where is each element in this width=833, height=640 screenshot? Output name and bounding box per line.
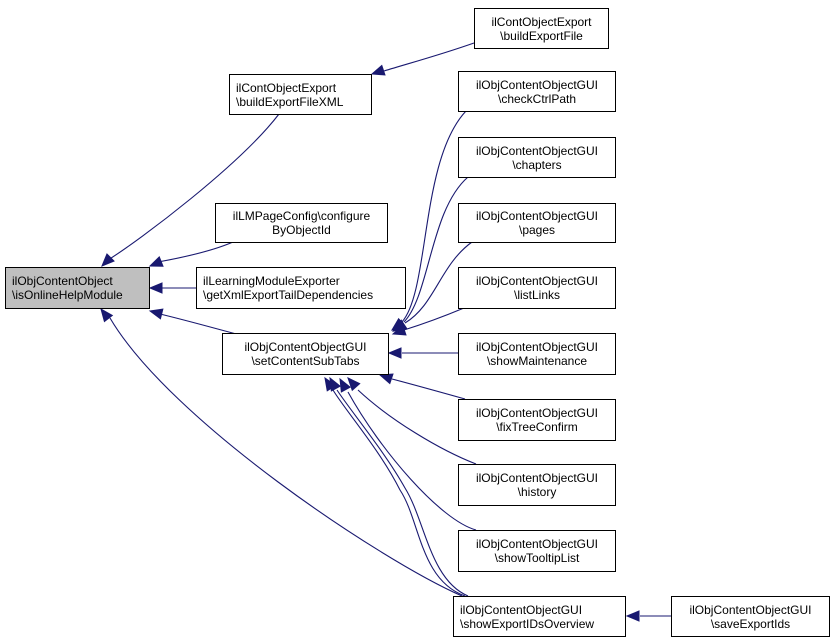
- node-label-line2: \listLinks: [513, 288, 560, 302]
- edge-buildExportFile-to-buildExportFileXML: [383, 42, 475, 72]
- node-show-maintenance[interactable]: ilObjContentObjectGUI \showMaintenance: [458, 333, 616, 375]
- node-label-line1: ilObjContentObjectGUI: [475, 143, 599, 158]
- node-fix-tree-confirm[interactable]: ilObjContentObjectGUI \fixTreeConfirm: [458, 399, 616, 441]
- edge-chapters-to-setContentSubTabs: [403, 176, 469, 323]
- edge-checkCtrlPath-to-setContentSubTabs: [401, 110, 467, 323]
- node-check-ctrl-path[interactable]: ilObjContentObjectGUI \checkCtrlPath: [458, 71, 616, 112]
- node-root: ilObjContentObject \isOnlineHelpModule: [5, 267, 150, 309]
- node-label-line2: ByObjectId: [272, 223, 331, 237]
- edge-pages-to-setContentSubTabs: [404, 241, 473, 324]
- node-set-content-sub-tabs[interactable]: ilObjContentObjectGUI \setContentSubTabs: [222, 333, 389, 375]
- node-label-line2: \buildExportFileXML: [236, 94, 344, 109]
- node-get-xml-export-tail-dependencies[interactable]: ilLearningModuleExporter \getXmlExportTa…: [196, 267, 406, 309]
- node-label-line2: \showMaintenance: [486, 354, 588, 368]
- edge-showExportIDsOverview-to-setContentSubTabs: [332, 389, 466, 597]
- node-history[interactable]: ilObjContentObjectGUI \history: [458, 464, 616, 506]
- node-label-line1: ilObjContentObjectGUI: [460, 602, 583, 617]
- edge-fixTreeConfirm-to-setContentSubTabs-arrowhead: [378, 373, 394, 385]
- edge-saveExportIds-to-showExportIDsOverview-arrowhead: [625, 610, 640, 622]
- edge-buildExportFileXML-to-root: [107, 113, 280, 261]
- node-label-line1: ilObjContentObjectGUI: [475, 406, 599, 420]
- node-label-line2: \fixTreeConfirm: [496, 420, 578, 434]
- edge-showMaintenance-to-setContentSubTabs-arrowhead: [387, 347, 402, 359]
- node-label-line2: \showTooltipList: [494, 551, 580, 565]
- node-label-line1: ilObjContentObjectGUI: [689, 602, 812, 617]
- edge-setContentSubTabs-to-root: [159, 313, 241, 336]
- edge-setContentSubTabs-to-root-arrowhead: [148, 308, 164, 320]
- node-list-links[interactable]: ilObjContentObjectGUI \listLinks: [458, 267, 616, 309]
- edge-showExportIDsOverview-to-root: [109, 317, 463, 597]
- node-label-line2: \buildExportFile: [500, 28, 583, 43]
- node-show-tooltip-list[interactable]: ilObjContentObjectGUI \showTooltipList: [458, 530, 616, 572]
- node-label-line1: ilObjContentObjectGUI: [475, 471, 599, 485]
- node-label-line2: \setContentSubTabs: [251, 354, 360, 368]
- node-build-export-file[interactable]: ilContObjectExport \buildExportFile: [474, 8, 609, 49]
- node-show-export-ids-overview[interactable]: ilObjContentObjectGUI \showExportIDsOver…: [453, 596, 626, 637]
- node-label-line1: ilContObjectExport: [236, 80, 337, 95]
- edge-showTooltipList-to-setContentSubTabs-arrowhead: [339, 377, 352, 393]
- node-label-line2: \showExportIDsOverview: [460, 616, 595, 631]
- node-label-line1: ilContObjectExport: [491, 14, 592, 29]
- node-root-line2: \isOnlineHelpModule: [12, 288, 123, 302]
- edge-buildExportFile-to-buildExportFileXML-arrowhead: [370, 64, 386, 76]
- node-chapters[interactable]: ilObjContentObjectGUI \chapters: [458, 137, 616, 178]
- edge-listLinks-to-setContentSubTabs-arrowhead: [391, 324, 407, 336]
- node-label-line2: \chapters: [512, 157, 562, 172]
- node-label-line1: ilObjContentObjectGUI: [475, 340, 599, 354]
- node-label-line1: ilObjContentObjectGUI: [475, 77, 599, 92]
- node-label-line1: ilObjContentObjectGUI: [475, 537, 599, 551]
- edge-history-to-setContentSubTabs-arrowhead: [347, 377, 361, 392]
- edge-showTooltipList-to-setContentSubTabs: [347, 391, 477, 531]
- node-label-line1: ilLearningModuleExporter: [203, 274, 340, 288]
- node-configure-by-object-id[interactable]: ilLMPageConfig\configure ByObjectId: [215, 203, 388, 243]
- edge-listLinks-to-setContentSubTabs: [403, 307, 465, 331]
- edge-configureByObjectId-to-root-arrowhead: [148, 256, 164, 267]
- node-label-line2: \getXmlExportTailDependencies: [203, 288, 374, 302]
- edge-history-to-setContentSubTabs: [357, 389, 477, 465]
- node-label-line1: ilObjContentObjectGUI: [475, 209, 599, 223]
- node-label-line2: \checkCtrlPath: [497, 91, 577, 106]
- edge-fixTreeConfirm-to-setContentSubTabs: [391, 378, 466, 400]
- edge-showExportIDsOverview-to-root-arrowhead: [100, 307, 114, 323]
- node-label-line2: \saveExportIds: [710, 616, 791, 631]
- node-build-export-file-xml[interactable]: ilContObjectExport \buildExportFileXML: [229, 74, 372, 115]
- node-label-line1: ilObjContentObjectGUI: [244, 340, 367, 354]
- node-label-line1: ilLMPageConfig\configure: [232, 209, 371, 223]
- edge-getXmlExportTailDependencies-to-root-arrowhead: [148, 282, 163, 294]
- edge-configureByObjectId-to-root: [157, 241, 234, 263]
- edge-buildExportFileXML-to-root-arrowhead: [101, 253, 115, 267]
- node-label-line1: ilObjContentObjectGUI: [475, 274, 599, 288]
- node-root-line1: ilObjContentObject: [12, 274, 113, 288]
- node-label-line2: \pages: [518, 223, 556, 237]
- node-label-line2: \history: [517, 485, 557, 499]
- node-pages[interactable]: ilObjContentObjectGUI \pages: [458, 203, 616, 243]
- node-save-export-ids[interactable]: ilObjContentObjectGUI \saveExportIds: [671, 596, 830, 637]
- edge-showExportIDsOverview-to-setContentSubTabs-arrowhead: [329, 376, 342, 392]
- edge-showExportIDsOverview-to-setContentSubTabs: [336, 389, 469, 597]
